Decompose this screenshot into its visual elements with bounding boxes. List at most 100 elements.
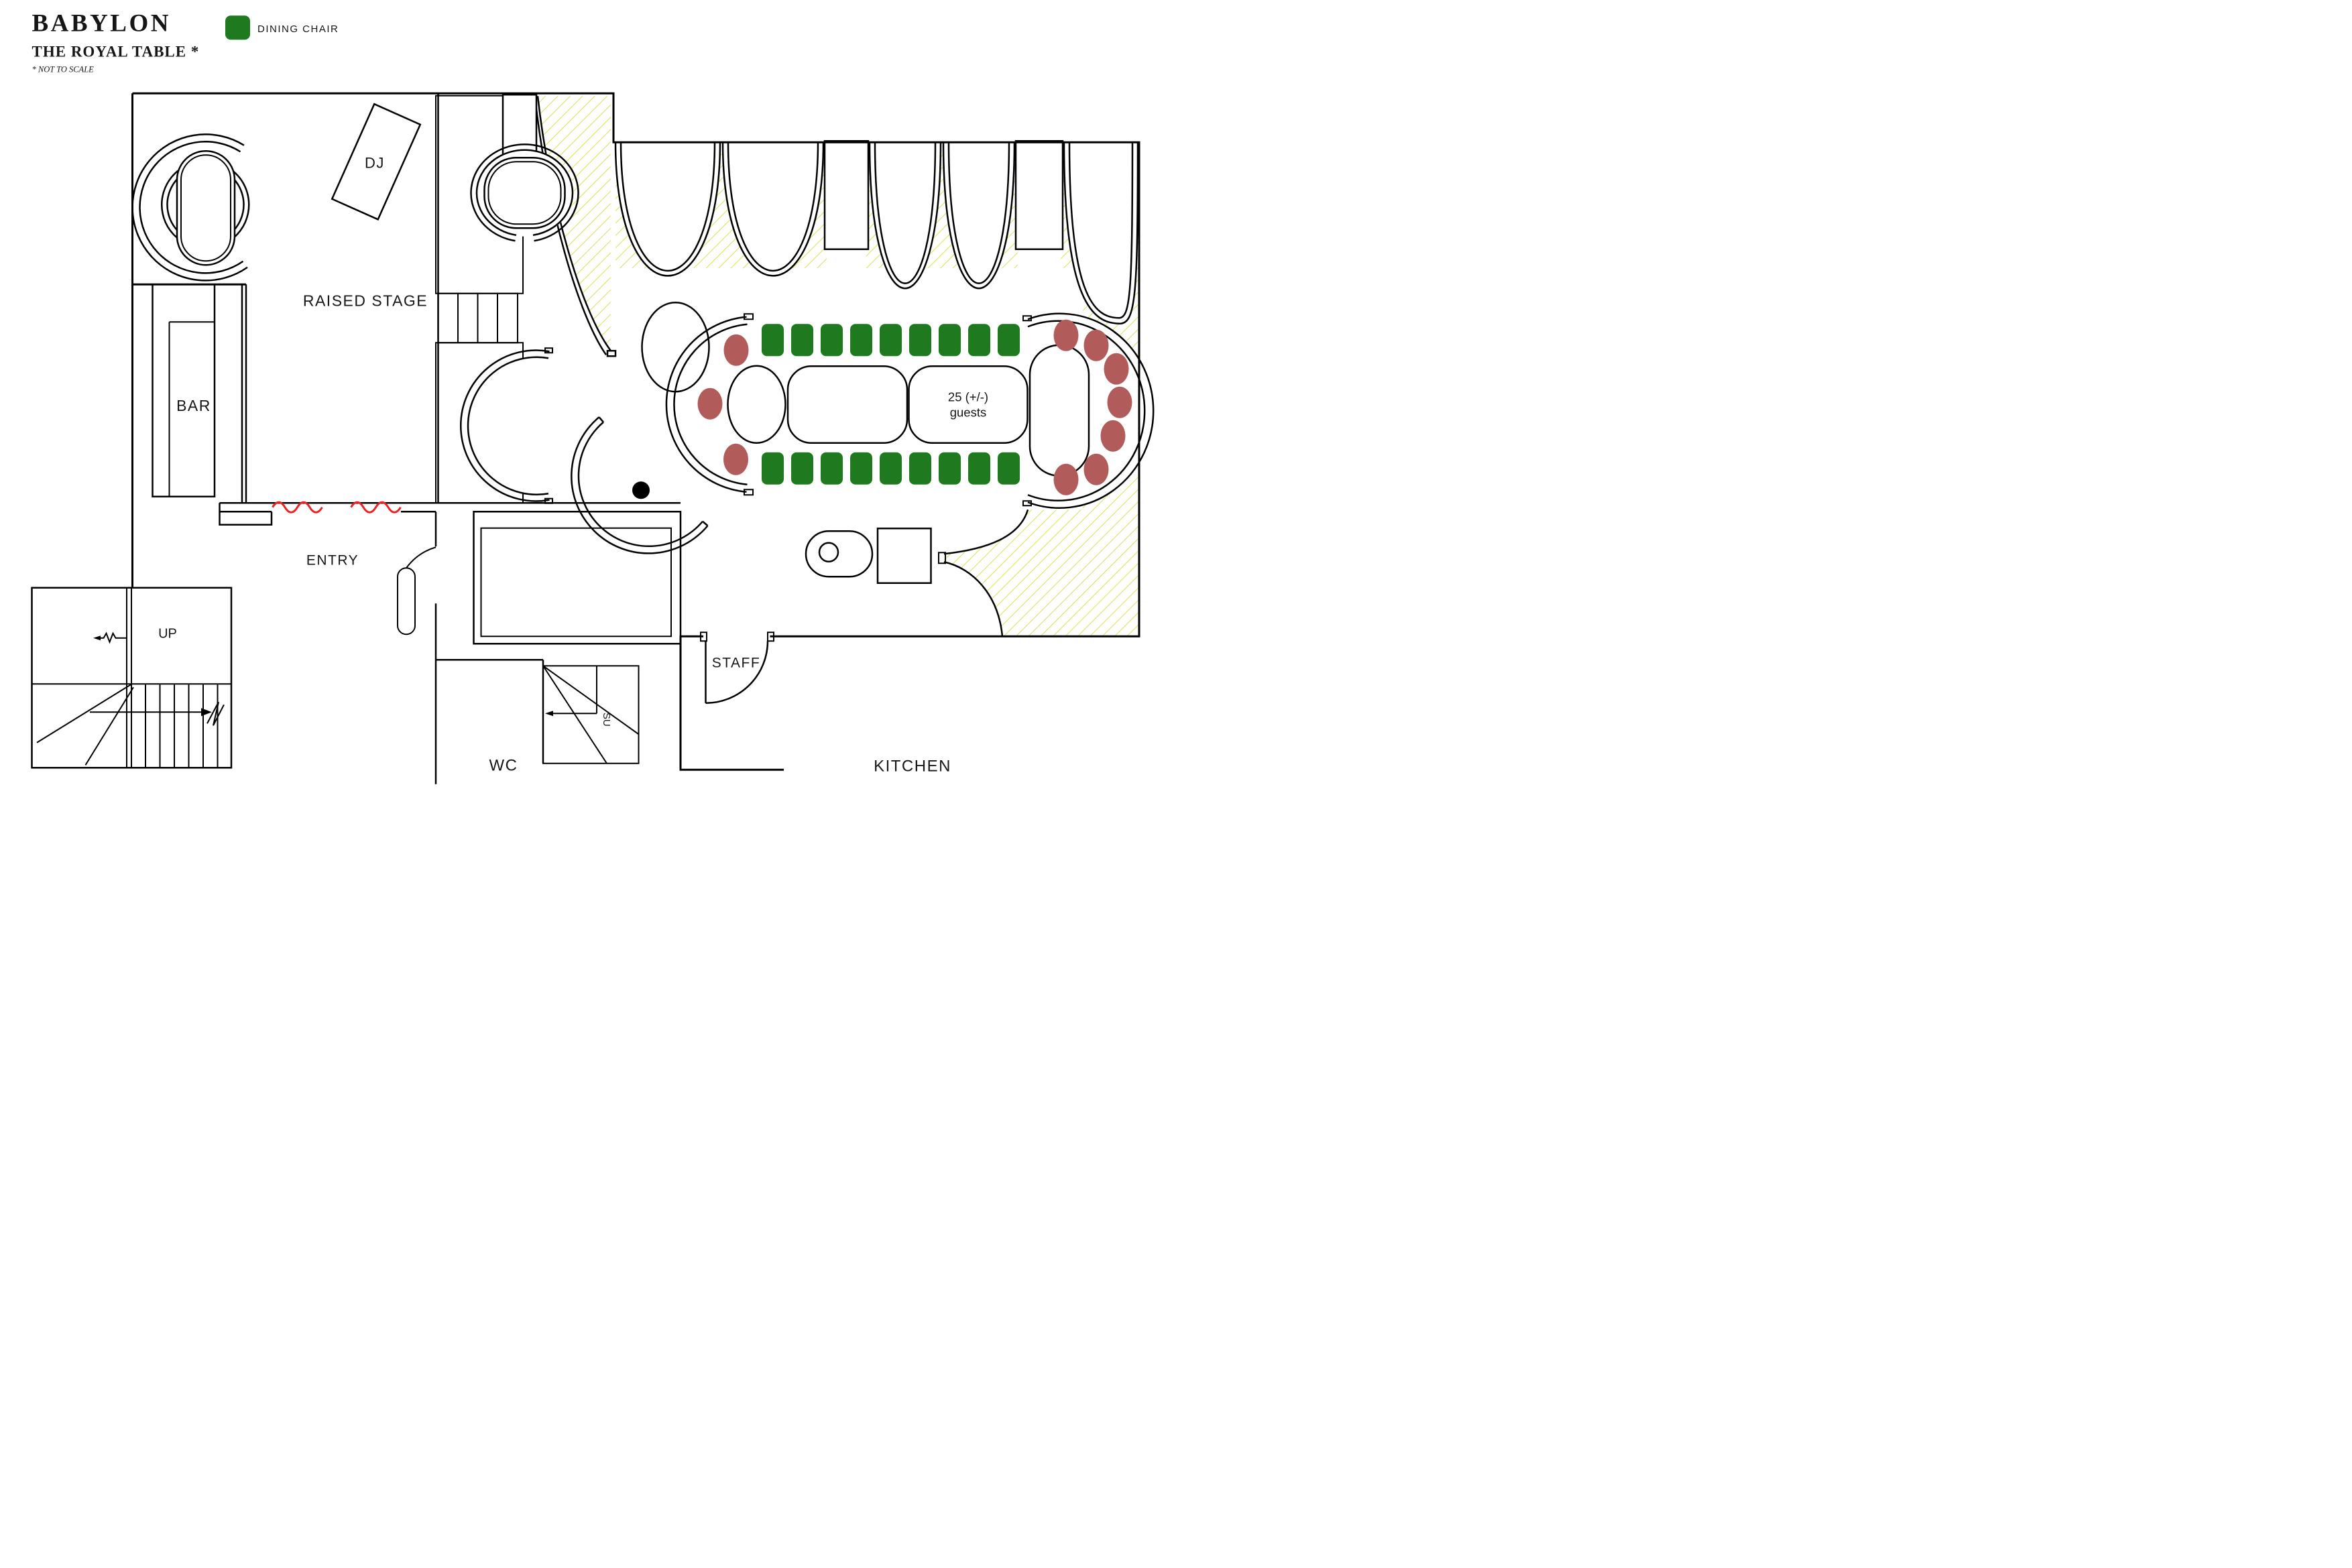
service-station	[805, 530, 874, 578]
arrow-head	[545, 711, 553, 717]
page-subtitle: THE ROYAL TABLE *	[32, 43, 200, 60]
cusp-cap	[606, 350, 617, 357]
break-zigzag	[207, 701, 225, 726]
wall-pier	[823, 140, 870, 250]
legend-dining-chair-swatch	[225, 15, 250, 40]
royal-table-end-left	[727, 365, 786, 444]
wc-label: WC	[489, 756, 518, 774]
outer-wall	[132, 92, 1140, 638]
dining-chair	[762, 452, 784, 485]
left-banquette-outer	[665, 316, 747, 493]
kitchen-label: KITCHEN	[874, 757, 951, 775]
booth-lobe-inner-line	[620, 142, 716, 272]
dining-chair	[791, 452, 813, 485]
bar-counter	[152, 284, 216, 497]
stage-stairs	[437, 292, 518, 344]
pier-mask	[1018, 249, 1061, 269]
bottom-right-bench	[938, 509, 1029, 637]
right-banquette-inner	[1027, 320, 1146, 501]
up-break-arrow	[93, 631, 127, 644]
booth-floor	[467, 356, 606, 495]
left-banquette-inner	[673, 323, 748, 485]
door-swing-arc	[705, 641, 769, 704]
dining-chair	[939, 324, 961, 357]
bench-seat	[1083, 453, 1109, 485]
stage-swoop-line	[534, 97, 607, 355]
booth-lobes	[534, 96, 1139, 357]
stair-cut-line	[36, 684, 131, 743]
dining-chair	[880, 452, 902, 485]
dining-chair	[909, 324, 931, 357]
perimeter-walls	[131, 92, 1140, 771]
booth-lobe	[721, 141, 825, 277]
main-staircase	[31, 587, 233, 769]
dj-booth	[331, 103, 422, 221]
bench-end-cap	[598, 416, 604, 423]
booth-lobe-inner-line	[1068, 142, 1134, 319]
royal-table-section	[786, 365, 908, 444]
booth-bench-outer	[460, 349, 550, 502]
hatch-bottom-right-corner	[944, 509, 1139, 637]
dining-chair	[850, 452, 872, 485]
entry-threshold-marker	[272, 501, 323, 514]
stage-left-booth	[131, 133, 250, 282]
bench-seat	[1104, 353, 1129, 385]
stage-lower-booth	[460, 347, 606, 504]
service-table	[876, 528, 932, 584]
booth-table-inner-line	[180, 154, 231, 262]
door-swing-arc	[406, 546, 436, 568]
dining-chair	[880, 324, 902, 357]
dining-chair	[968, 324, 990, 357]
dining-chair	[762, 324, 784, 357]
bar-label: BAR	[176, 397, 211, 414]
winder-stair-lines	[542, 665, 640, 764]
dining-chair	[909, 452, 931, 485]
bench-end-cap	[1022, 500, 1032, 507]
booth-table-inner-line	[487, 161, 562, 225]
booth-lobe	[942, 141, 1016, 290]
guest-count-label2: guests	[950, 405, 987, 419]
labels: BABYLON THE ROYAL TABLE * * NOT TO SCALE…	[32, 9, 951, 775]
dining-chair	[791, 324, 813, 357]
booth-lobe-inner-line	[727, 142, 819, 272]
kitchen-wall	[679, 635, 784, 771]
floor-hook-bench	[571, 416, 709, 554]
bench-end-cap	[744, 313, 754, 320]
bench-seat	[697, 387, 723, 420]
stage-swoop-line	[536, 96, 612, 351]
stair-cut-line	[84, 686, 134, 766]
bench-seat	[1100, 420, 1126, 452]
dining-chair	[998, 452, 1020, 485]
royal-table-section	[908, 365, 1028, 444]
staff-label: STAFF	[712, 655, 760, 670]
structural-column	[632, 481, 650, 499]
bench-end-cap	[1022, 315, 1032, 322]
right-banquette-outer	[1027, 312, 1155, 509]
booth-lobe-corner	[1063, 141, 1139, 325]
dining-chair	[850, 324, 872, 357]
entry-label: ENTRY	[306, 552, 359, 568]
booth-lobe-inner-line	[947, 142, 1010, 284]
booth-lobe	[868, 141, 942, 290]
scale-note: * NOT TO SCALE	[32, 64, 95, 74]
dj-label: DJ	[365, 154, 385, 171]
up-label: UP	[158, 626, 177, 641]
bar-counter-inner-line	[168, 321, 215, 497]
bench-edge	[943, 509, 1029, 555]
vestibule-outer	[473, 511, 682, 645]
entry-vestibule-wc	[219, 501, 682, 784]
legend-label: DINING CHAIR	[257, 23, 339, 35]
booth-bench-inner	[139, 141, 244, 274]
arrow-head	[93, 636, 101, 641]
booth-lobe	[614, 141, 721, 277]
royal-table: 25 (+/-) guests	[665, 312, 1155, 509]
banquette-seats	[697, 319, 1132, 495]
bench-seat	[1053, 319, 1079, 351]
dining-chair	[821, 324, 843, 357]
bench-inner	[577, 421, 703, 548]
arrow-head	[201, 708, 212, 717]
bar-area	[132, 283, 247, 503]
booth-table	[483, 157, 566, 229]
bench-end-cap	[938, 552, 946, 564]
bench-seat	[1053, 463, 1079, 495]
